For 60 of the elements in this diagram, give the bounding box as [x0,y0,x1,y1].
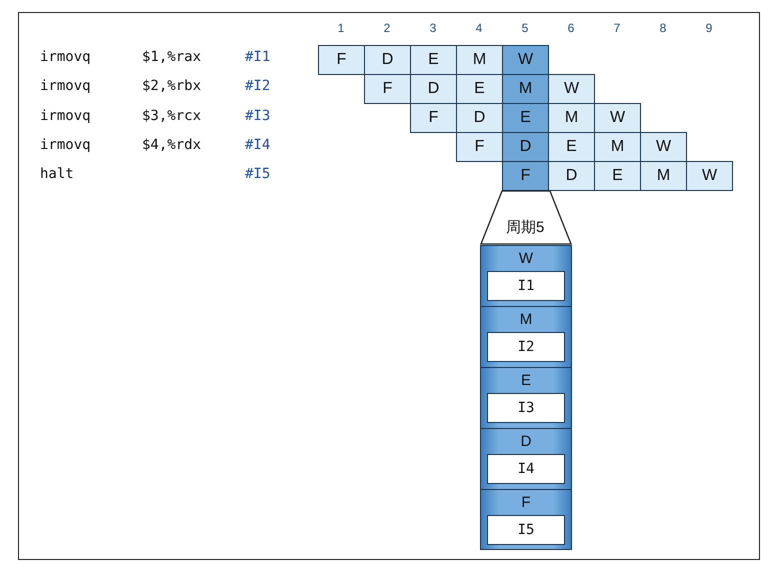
stage-letter: W [518,250,534,267]
cycle-number: 3 [428,21,438,35]
instruction-mnemonic: irmovq [40,49,91,65]
stage-letter: F [520,494,532,511]
instruction-box: I3 [487,393,565,423]
pipeline-cell: E [456,74,503,104]
pipeline-cell: E [548,132,595,162]
instruction-operands: $2,%rbx [142,78,202,94]
pipeline-cell: W [594,103,641,133]
pipeline-cell: W [502,45,549,75]
stage-letter: D [520,433,532,450]
pipeline-cell: M [456,45,503,75]
cycle-number: 1 [336,21,346,35]
pipeline-cell: W [640,132,687,162]
stage-column [480,245,572,550]
instruction-tag: #I5 [245,166,270,182]
cycle-label: 周期5 [506,218,544,237]
pipeline-cell: D [548,161,595,191]
instruction-box: I4 [487,454,565,484]
pipeline-cell: W [548,74,595,104]
pipeline-cell: F [456,132,503,162]
instruction-operands: $3,%rcx [142,108,202,124]
cycle-number: 5 [520,21,530,35]
instruction-mnemonic: halt [40,166,74,182]
pipeline-cell: F [364,74,411,104]
pipeline-cell: D [364,45,411,75]
pipeline-cell: M [548,103,595,133]
cycle-number: 4 [474,21,484,35]
pipeline-cell: D [456,103,503,133]
instruction-box: I2 [487,332,565,362]
pipeline-cell: M [594,132,641,162]
instruction-operands: $1,%rax [142,49,202,65]
pipeline-cell: M [640,161,687,191]
instruction-mnemonic: irmovq [40,108,91,124]
instruction-mnemonic: irmovq [40,78,91,94]
instruction-box: I1 [487,271,565,301]
cycle-number: 8 [658,21,668,35]
cycle-number: 9 [704,21,714,35]
cycle-number: 6 [566,21,576,35]
pipeline-cell: D [502,132,549,162]
stage-letter: M [518,311,534,328]
pipeline-cell: D [410,74,457,104]
pipeline-cell: E [410,45,457,75]
pipeline-cell: M [502,74,549,104]
pipeline-cell: F [318,45,365,75]
pipeline-cell: E [502,103,549,133]
instruction-tag: #I3 [245,108,270,124]
pipeline-cell: E [594,161,641,191]
instruction-tag: #I4 [245,136,270,153]
instruction-tag: #I2 [245,78,270,94]
instruction-mnemonic: irmovq [40,136,91,153]
instruction-box: I5 [487,515,565,545]
cycle-number: 7 [612,21,622,35]
instruction-tag: #I1 [245,49,270,65]
instruction-operands: $4,%rdx [142,136,202,153]
pipeline-cell: F [502,161,549,191]
stage-letter: E [520,372,532,389]
cycle-number: 2 [382,21,392,35]
pipeline-cell: F [410,103,457,133]
pipeline-cell: W [686,161,733,191]
